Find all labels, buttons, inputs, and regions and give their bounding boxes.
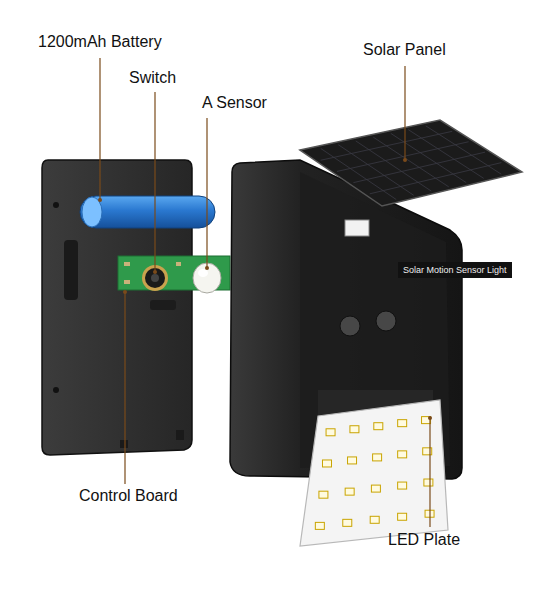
led-chip <box>345 488 354 495</box>
panel-cell-line <box>426 126 501 174</box>
led-chip <box>374 423 383 430</box>
panel-cell-line <box>337 142 469 172</box>
led-chip <box>315 522 324 529</box>
part-label: Control Board <box>79 487 178 505</box>
led-chip <box>424 479 433 486</box>
part-label: 1200mAh Battery <box>38 33 162 51</box>
panel-cell-line <box>391 133 466 182</box>
panel-cell-line <box>353 152 485 182</box>
led-chip <box>319 491 328 498</box>
part-label: A Sensor <box>202 94 267 112</box>
part-label: Solar Panel <box>363 41 446 59</box>
control-board <box>118 256 230 293</box>
led-chip <box>398 451 407 458</box>
led-chip <box>326 429 335 436</box>
panel-cell-line <box>373 137 448 187</box>
panel-cell-line <box>408 130 483 179</box>
led-chip <box>370 516 379 523</box>
led-chip <box>348 457 357 464</box>
led-chip <box>322 460 331 467</box>
panel-cell-line <box>356 141 431 191</box>
solar-panel <box>300 120 522 206</box>
leader-lines <box>100 58 430 527</box>
product-name: Solar Motion Sensor Light <box>398 262 512 278</box>
leader-dots <box>98 158 432 420</box>
led-chip <box>343 519 352 526</box>
panel-cell-line <box>338 145 413 196</box>
part-label: LED Plate <box>388 531 460 549</box>
led-chip <box>398 513 407 520</box>
led-plate <box>300 400 448 546</box>
panel-cell-line <box>321 148 396 199</box>
led-chip <box>398 482 407 489</box>
panel-cell-line <box>370 163 502 194</box>
led-chip <box>373 454 382 461</box>
led-chip <box>398 420 407 427</box>
panel-cell-line <box>321 131 453 160</box>
led-chip <box>350 426 359 433</box>
led-chip <box>371 485 380 492</box>
part-label: Switch <box>129 69 176 87</box>
battery <box>80 196 215 228</box>
